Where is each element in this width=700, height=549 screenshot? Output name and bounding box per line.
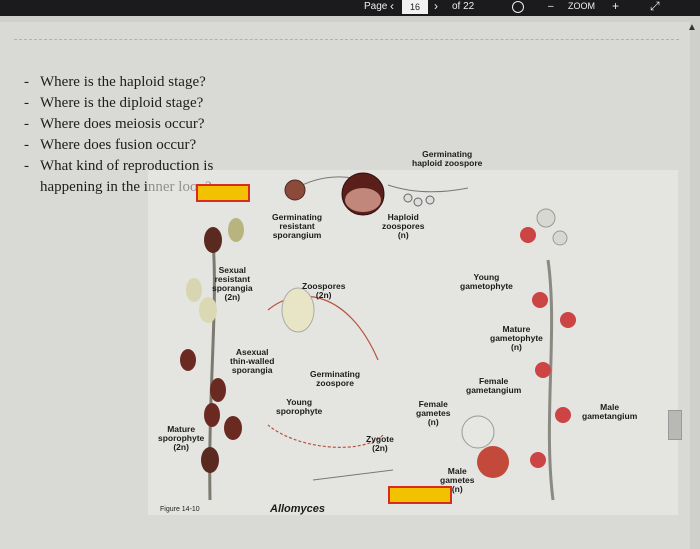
highlight-box — [196, 184, 250, 202]
label-mature-gametophyte: Mature gametophyte (n) — [490, 324, 543, 352]
label-zygote: Zygote (2n) — [366, 434, 394, 453]
label-male-gametes: Male gametes (n) — [440, 466, 475, 494]
rotate-icon[interactable] — [512, 1, 524, 13]
question-item: -Where is the haploid stage? — [24, 74, 206, 90]
prev-page-icon[interactable]: ‹ — [390, 0, 394, 13]
scrollbar-thumb[interactable] — [668, 410, 682, 440]
label-young-gametophyte: Young gametophyte — [460, 272, 513, 291]
zoom-out-button[interactable]: – — [548, 1, 554, 12]
label-germinating-resistant-sporangium: Germinating resistant sporangium — [272, 212, 323, 240]
genus-label: Allomyces — [270, 503, 326, 515]
allomyces-lifecycle-diagram — [148, 170, 678, 515]
label-zoospores-2n: Zoospores (2n) — [302, 281, 346, 300]
question-item: -Where does meiosis occur? — [24, 116, 205, 132]
page-number-input[interactable]: 16 — [402, 0, 428, 14]
label-mature-sporophyte: Mature sporophyte (2n) — [158, 424, 205, 452]
scroll-up-icon[interactable]: ▲ — [687, 22, 697, 33]
question-item: -Where is the diploid stage? — [24, 95, 204, 111]
figure-caption: Figure 14-10 — [160, 506, 200, 513]
label-male-gametangium: Male gametangium — [582, 402, 638, 421]
label-germinating-haploid-zoospore: Germinating haploid zoospore — [412, 149, 483, 168]
page-label: Page — [364, 1, 388, 12]
label-asexual-sporangia: Asexual thin-walled sporangia — [230, 347, 275, 375]
label-young-sporophyte: Young sporophyte — [276, 397, 323, 416]
zoom-in-button[interactable]: + — [612, 0, 620, 13]
page-total: of 22 — [452, 1, 475, 12]
label-female-gametangium: Female gametangium — [466, 376, 522, 395]
label-haploid-zoospores: Haploid zoospores (n) — [382, 212, 425, 240]
highlight-box — [388, 486, 452, 504]
expand-icon[interactable]: ⤢ — [650, 0, 660, 13]
label-female-gametes: Female gametes (n) — [416, 399, 451, 427]
zoom-label: ZOOM — [568, 1, 595, 11]
label-germinating-zoospore: Germinating zoospore — [310, 369, 361, 388]
pdf-toolbar: Page ‹ 16 › of 22 – ZOOM + ⤢ — [0, 0, 700, 16]
question-item: -Where does fusion occur? — [24, 137, 197, 153]
next-page-icon[interactable]: › — [434, 0, 438, 13]
label-sexual-resistant-sporangia: Sexual resistant sporangia (2n) — [212, 265, 253, 302]
page-divider — [14, 39, 679, 40]
